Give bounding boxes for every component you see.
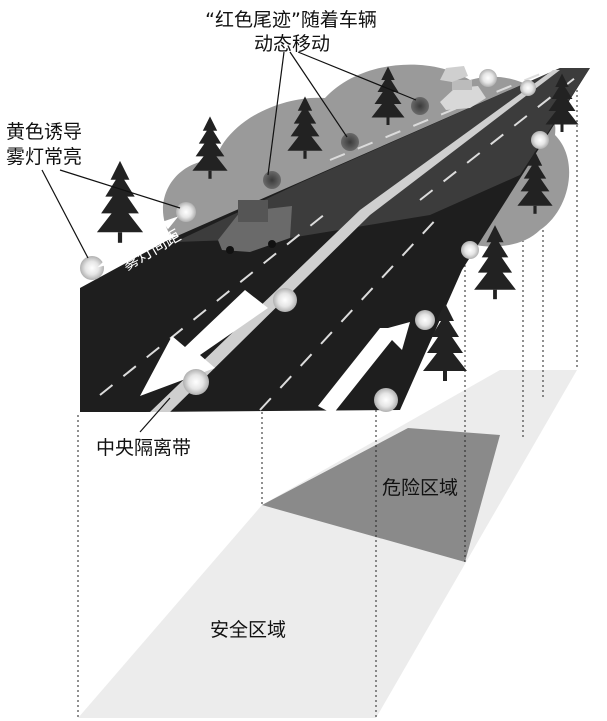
safe-zone-area [78,370,577,718]
car-icon [440,80,486,110]
yellow-light-label-line1: 黄色诱导 [6,121,83,143]
median-pointer [139,397,171,433]
arrow-icon [318,322,410,414]
fog-light-icon [80,69,549,412]
lane-markings [99,71,581,411]
red-tail-lights [263,97,429,189]
danger-zone-area [262,428,500,562]
car-icon [440,66,468,82]
yellow-light-pointers [41,169,181,259]
red-tail-pointers [267,51,417,176]
tree-icon [96,160,144,243]
median-strip [150,70,560,412]
road-fogged [175,68,590,242]
red-tail-label-line1: “红色尾迹”随着车辆 [205,9,377,31]
median-label: 中央隔离带 [96,437,192,459]
safe-zone-label: 安全区域 [210,619,287,641]
red-tail-label-line2: 动态移动 [253,33,330,55]
truck-icon [218,200,292,254]
arrow-icon [140,290,268,396]
yellow-light-label-line2: 雾灯常亮 [6,146,83,168]
fog-light-spacing-measure [97,216,179,268]
danger-zone-label: 危险区域 [382,477,459,499]
